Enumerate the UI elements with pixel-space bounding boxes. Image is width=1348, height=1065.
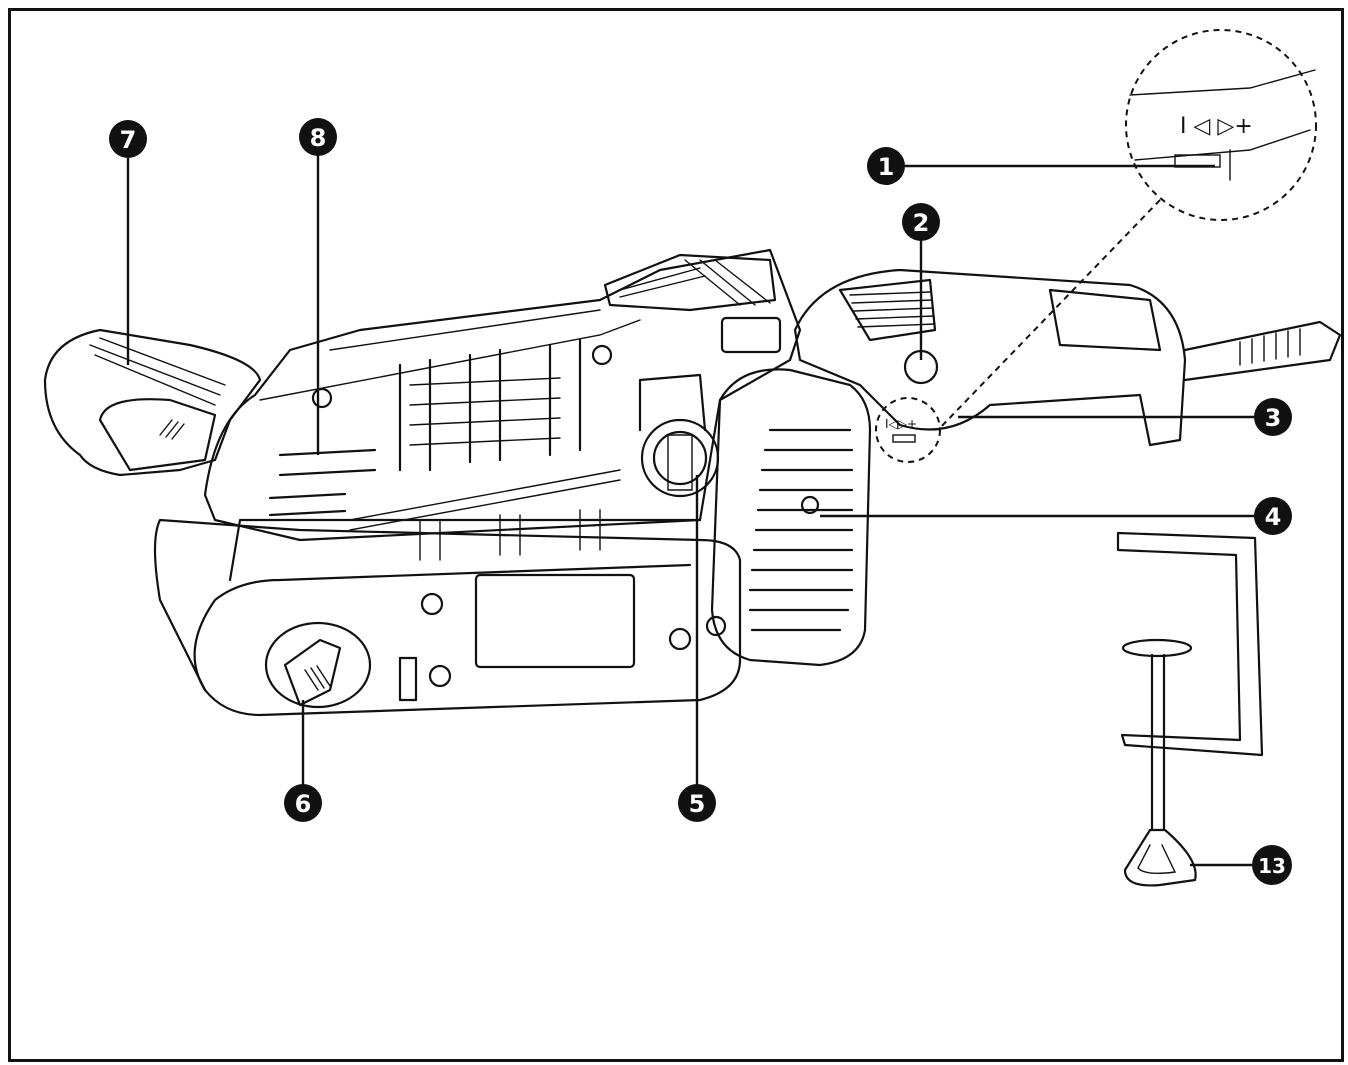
leader-lines: [126, 155, 1258, 867]
callout-8: 8: [299, 118, 337, 156]
belt-cover: [705, 368, 872, 667]
top-vents: [398, 338, 582, 472]
callout-label-3: 3: [1265, 404, 1282, 432]
switch-detail-magnifier: I ◁ ▷+: [937, 29, 1317, 431]
power-cord-guard: [1183, 320, 1342, 382]
callout-3: 3: [1254, 398, 1292, 436]
motor-housing: [203, 248, 802, 542]
base-housing: [153, 518, 742, 717]
callout-label-5: 5: [689, 790, 706, 818]
callout-13: 13: [1252, 845, 1292, 885]
callout-label-6: 6: [295, 790, 312, 818]
callout-label-7: 7: [120, 126, 137, 154]
callout-label-1: 1: [878, 153, 895, 181]
side-slits: [268, 448, 621, 531]
callout-label-4: 4: [1265, 503, 1282, 531]
label-plate: [474, 573, 636, 669]
switch-symbols-large: I ◁ ▷+: [1180, 114, 1253, 139]
callout-1: 1: [867, 147, 905, 185]
belt-sander: [43, 248, 1342, 717]
figure-frame: [8, 8, 1344, 1062]
callout-7: 7: [109, 120, 147, 158]
callout-label-2: 2: [913, 209, 930, 237]
callout-label-8: 8: [310, 124, 327, 152]
top-grip-pad: [603, 253, 782, 354]
tracking-knob: [283, 638, 342, 707]
callout-4: 4: [1254, 497, 1292, 535]
callout-label-13: 13: [1258, 854, 1286, 878]
callout-2: 2: [902, 203, 940, 241]
front-handle: [43, 328, 262, 477]
clamp: [1116, 531, 1264, 887]
callout-5: 5: [678, 784, 716, 822]
lower-ribs: [419, 509, 601, 561]
callout-6: 6: [284, 784, 322, 822]
